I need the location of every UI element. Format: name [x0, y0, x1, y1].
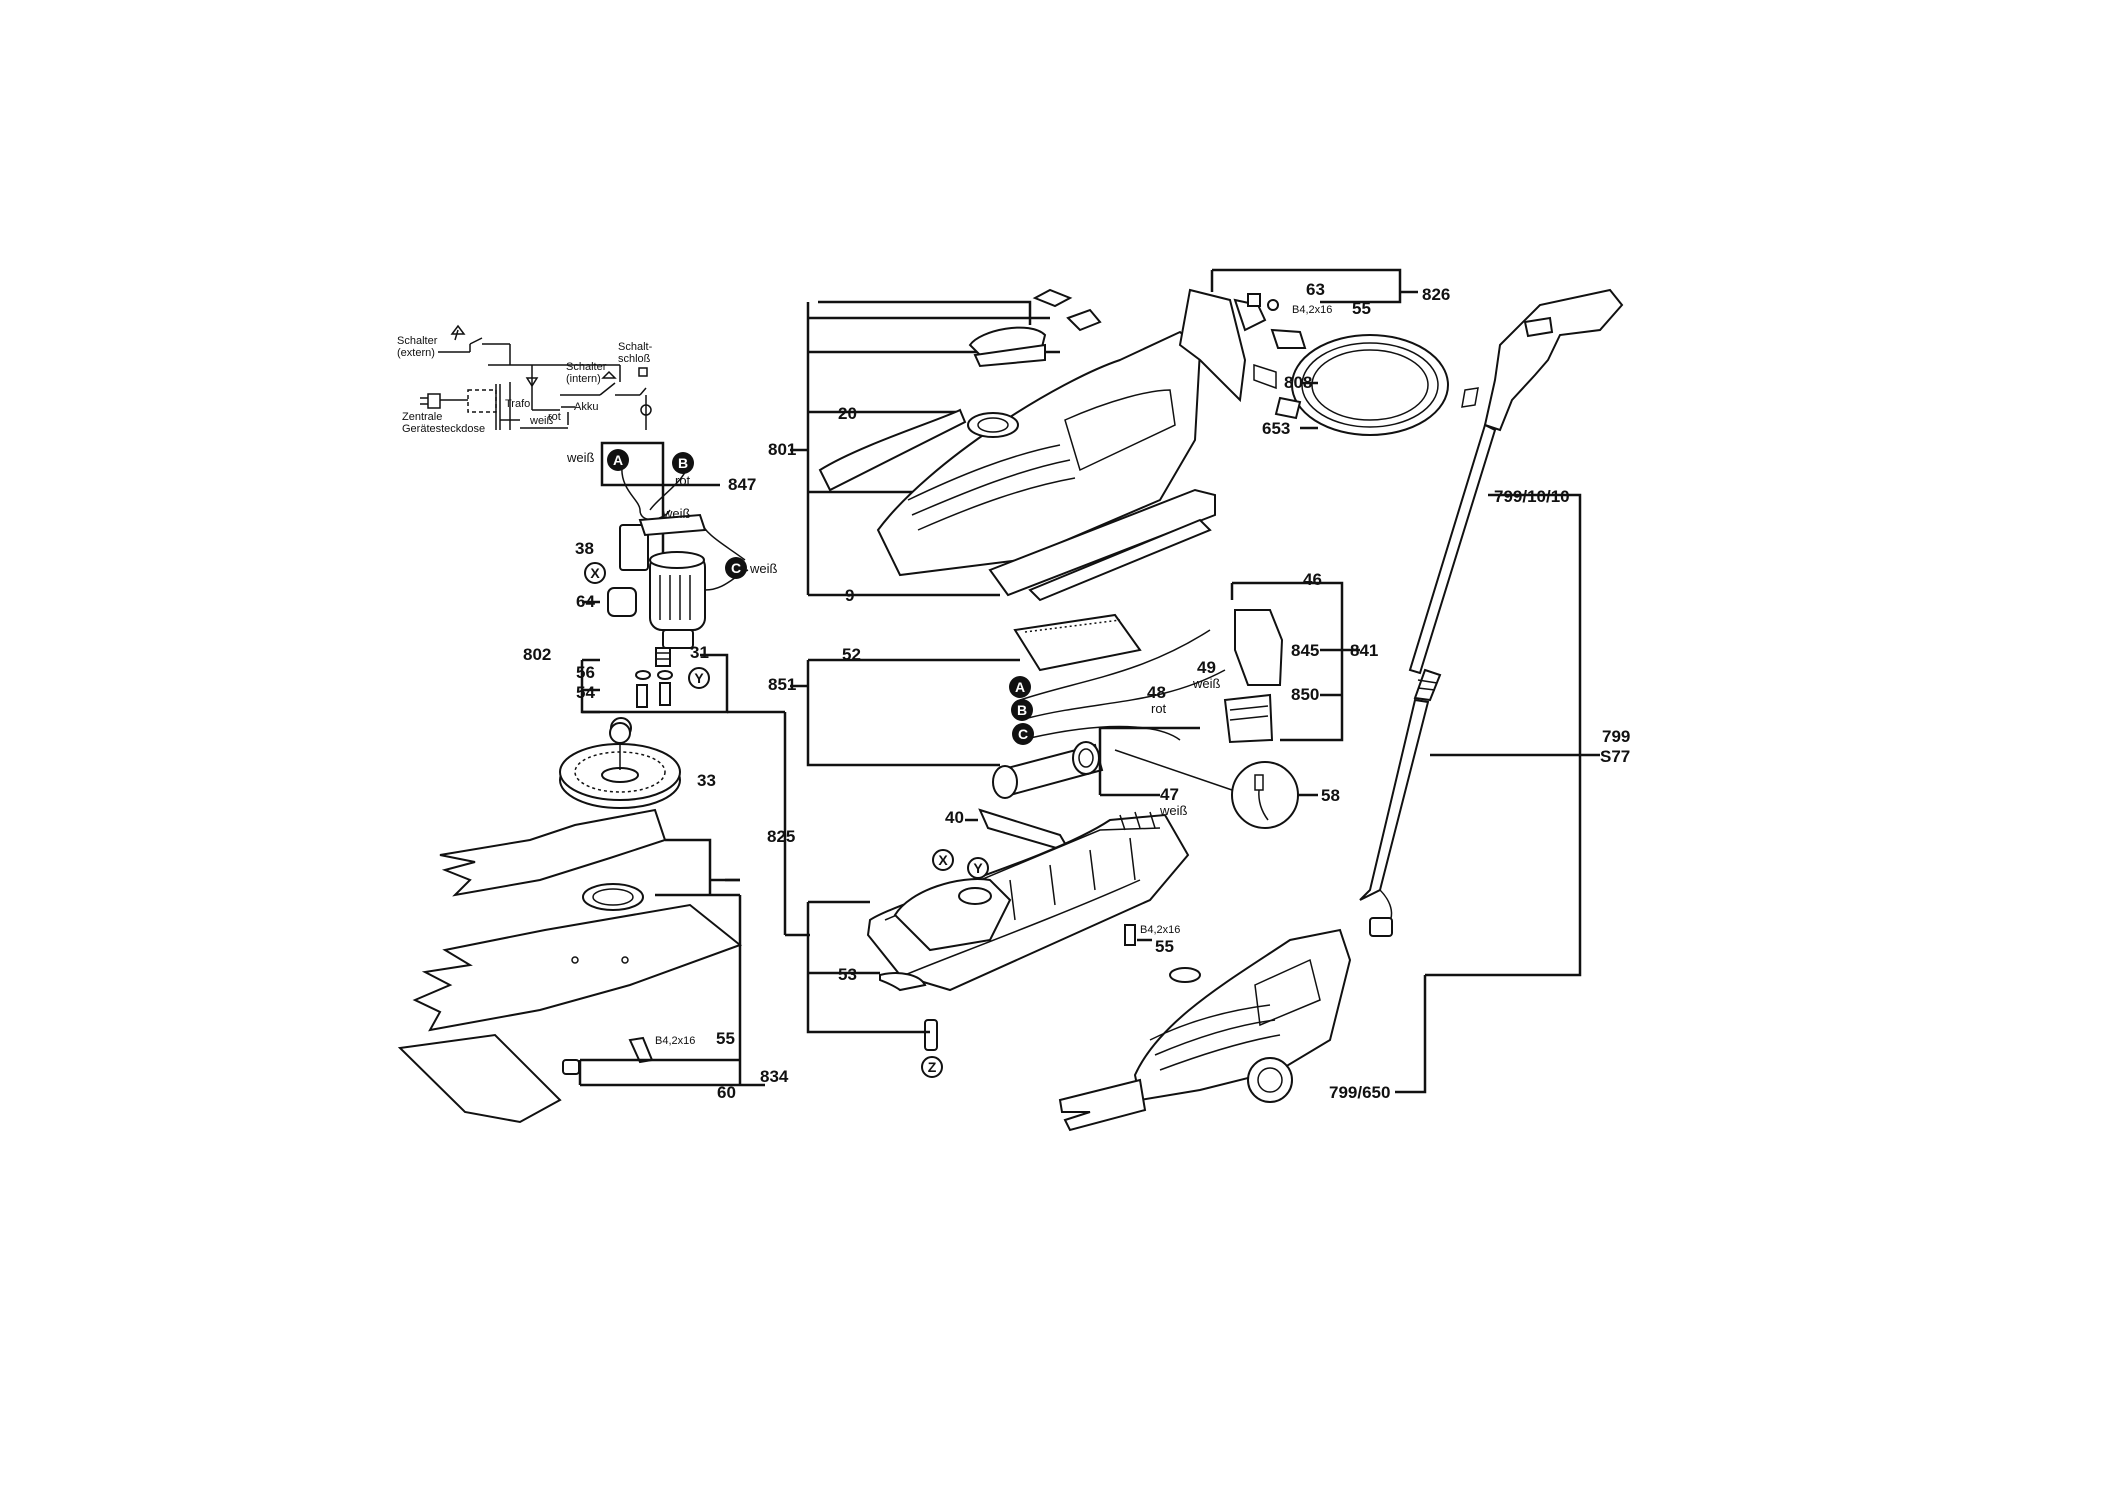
- badge-b-text: B: [678, 455, 688, 471]
- label-801: 801: [768, 440, 796, 459]
- label-47: 47: [1160, 785, 1179, 804]
- wire-white-a: weiß: [566, 450, 595, 465]
- badge-c2-text: C: [1018, 726, 1028, 742]
- badge-b2-text: B: [1017, 702, 1027, 718]
- ref-z2-text: Z: [928, 1059, 937, 1075]
- ref-badge-X-housing: X: [932, 849, 954, 871]
- wiring-schematic: Schalter(extern) Schalt-schloß rot Schal…: [397, 324, 653, 435]
- top-housing: [806, 288, 1216, 602]
- white-wire-label: weiß: [529, 415, 554, 427]
- label-9: 9: [845, 586, 854, 605]
- label-845: 845: [1291, 641, 1319, 660]
- switch-external-text: Schalter(extern): [397, 335, 438, 359]
- cable-bracket: [1178, 268, 1449, 436]
- label-38: 38: [575, 539, 594, 558]
- battery-label: Akku: [574, 401, 598, 413]
- ref-badge-Y-housing: Y: [967, 857, 989, 879]
- label-850: 850: [1291, 685, 1319, 704]
- wire-red-48: rot: [1151, 701, 1167, 716]
- label-52: 52: [842, 645, 861, 664]
- wire-white-49: weiß: [1192, 676, 1221, 691]
- label-799: 799: [1602, 727, 1630, 746]
- label-826: 826: [1422, 285, 1450, 304]
- label-63: 63: [1306, 280, 1325, 299]
- badge-a2-text: A: [1015, 679, 1025, 695]
- label-802: 802: [523, 645, 551, 664]
- label-851: 851: [768, 675, 796, 694]
- screw-spec-blade: B4,2x16: [655, 1035, 695, 1047]
- transformer-label: Trafo: [505, 398, 530, 410]
- badge-a-text: A: [613, 452, 623, 468]
- schematic-switch-external-label: Schalter(extern): [397, 335, 438, 359]
- label-53: 53: [838, 965, 857, 984]
- label-60: 60: [717, 1083, 736, 1102]
- label-799-10-10: 799/10/10: [1494, 487, 1570, 506]
- label-40: 40: [945, 808, 964, 827]
- telescopic-handle-assembly: [1058, 288, 1624, 1132]
- ref-badge-Z-top: [609, 722, 631, 744]
- ref-x2-text: X: [938, 852, 948, 868]
- connector-badge-A-right: A: [1009, 676, 1031, 698]
- label-825: 825: [767, 827, 795, 846]
- ref-badge-Z-bottom: Z: [921, 1056, 943, 1078]
- label-s77: S77: [1600, 747, 1630, 766]
- label-54: 54: [576, 683, 595, 702]
- label-799-650: 799/650: [1329, 1083, 1390, 1102]
- motor-assembly: [580, 441, 810, 937]
- bottom-housing: [806, 808, 1190, 1051]
- label-46: 46: [1303, 570, 1322, 589]
- ref-y-text: Y: [694, 670, 704, 686]
- wire-red-b: rot: [675, 473, 691, 488]
- electronics-assembly: [790, 581, 1360, 829]
- label-20: 20: [838, 404, 857, 423]
- label-55-bracket: 55: [1352, 299, 1371, 318]
- ref-badge-X-motor: X: [584, 562, 606, 584]
- badge-c-text: C: [731, 560, 741, 576]
- label-834: 834: [760, 1067, 789, 1086]
- wire-white-mid: weiß: [662, 506, 691, 521]
- wire-white-c: weiß: [749, 561, 778, 576]
- red-wire-label: rot: [548, 411, 561, 423]
- label-64: 64: [576, 592, 595, 611]
- gear-and-blades: [397, 740, 765, 1124]
- key-switch-label: Schalt-schloß: [618, 341, 653, 365]
- connector-badge-B-left: B: [672, 452, 694, 474]
- label-58: 58: [1321, 786, 1340, 805]
- label-653: 653: [1262, 419, 1290, 438]
- label-808: 808: [1284, 373, 1312, 392]
- label-49: 49: [1197, 658, 1216, 677]
- screw-spec-housing: B4,2x16: [1140, 924, 1180, 936]
- ref-x-text: X: [590, 565, 600, 581]
- switch-internal-label: Schalter(intern): [566, 361, 607, 385]
- connector-badge-A-left: A: [607, 449, 629, 471]
- connector-badge-C-left: C: [725, 557, 747, 579]
- label-847: 847: [728, 475, 756, 494]
- connector-badge-B-right: B: [1011, 699, 1033, 721]
- wire-white-47: weiß: [1159, 803, 1188, 818]
- label-56: 56: [576, 663, 595, 682]
- label-841: 841: [1350, 641, 1378, 660]
- ref-y2-text: Y: [973, 860, 983, 876]
- label-33: 33: [697, 771, 716, 790]
- screw-spec-bracket: B4,2x16: [1292, 304, 1332, 316]
- ref-badge-Y-motor: Y: [688, 667, 710, 689]
- label-55-blade: 55: [716, 1029, 735, 1048]
- label-48: 48: [1147, 683, 1166, 702]
- label-31: 31: [690, 643, 709, 662]
- label-55-housing: 55: [1155, 937, 1174, 956]
- connector-badge-C-right: C: [1012, 723, 1034, 745]
